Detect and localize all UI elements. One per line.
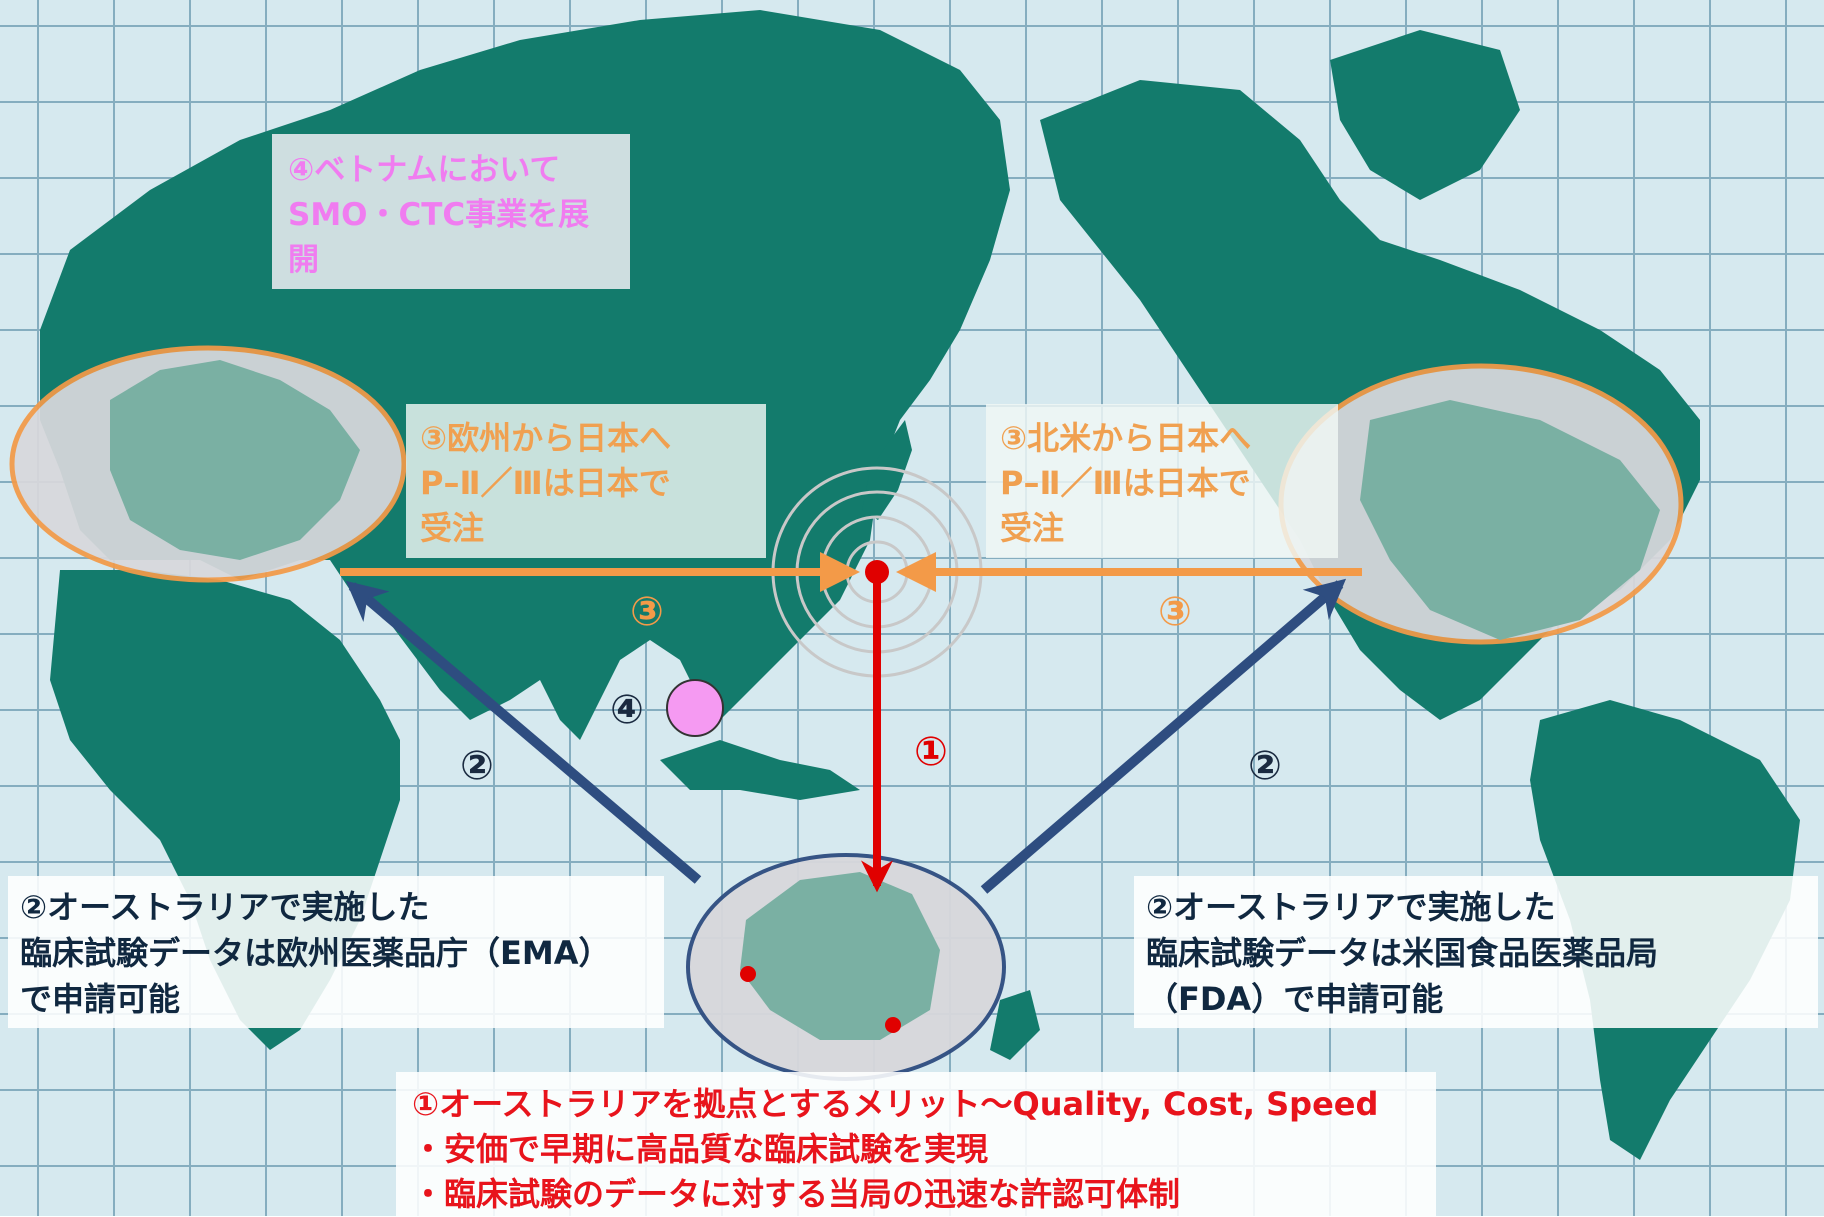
australia-merits-note: ①オーストラリアを拠点とするメリット～Quality, Cost, Speed …: [396, 1072, 1436, 1216]
vietnam-note: ④ベトナムにおいて SMO・CTC事業を展 開: [272, 134, 630, 289]
na-route-number: ③: [1158, 589, 1192, 635]
right-diagonal-number: ②: [1248, 743, 1282, 789]
europe-note: ③欧州から日本へ P–Ⅱ／Ⅲは日本で 受注: [406, 404, 766, 558]
new-zealand: [990, 990, 1040, 1060]
fda-note: ②オーストラリアで実施した 臨床試験データは米国食品医薬品局 （FDA）で申請可…: [1134, 876, 1818, 1028]
japan-to-aus-number: ①: [914, 729, 948, 775]
aus-to-na-arrow: [980, 578, 1347, 894]
aus-to-europe-arrow: [345, 580, 702, 884]
southeast-asia-islands: [660, 740, 860, 800]
vietnam-dot: [666, 679, 724, 737]
eu-route-number: ③: [630, 589, 664, 635]
greenland-landmass: [1330, 30, 1520, 200]
ema-note: ②オーストラリアで実施した 臨床試験データは欧州医薬品庁（EMA） で申請可能: [8, 876, 664, 1028]
melbourne-dot: [885, 1017, 901, 1033]
north-america-note: ③北米から日本へ P–Ⅱ／Ⅲは日本で 受注: [986, 404, 1338, 558]
australia-highlight: [740, 872, 940, 1040]
europe-highlight: [110, 360, 360, 560]
vietnam-number: ④: [610, 687, 644, 733]
japan-red-dot: [865, 560, 889, 584]
japan-islands: [862, 420, 912, 520]
perth-dot: [740, 966, 756, 982]
north-america-highlight: [1360, 400, 1660, 640]
left-diagonal-number: ②: [460, 743, 494, 789]
